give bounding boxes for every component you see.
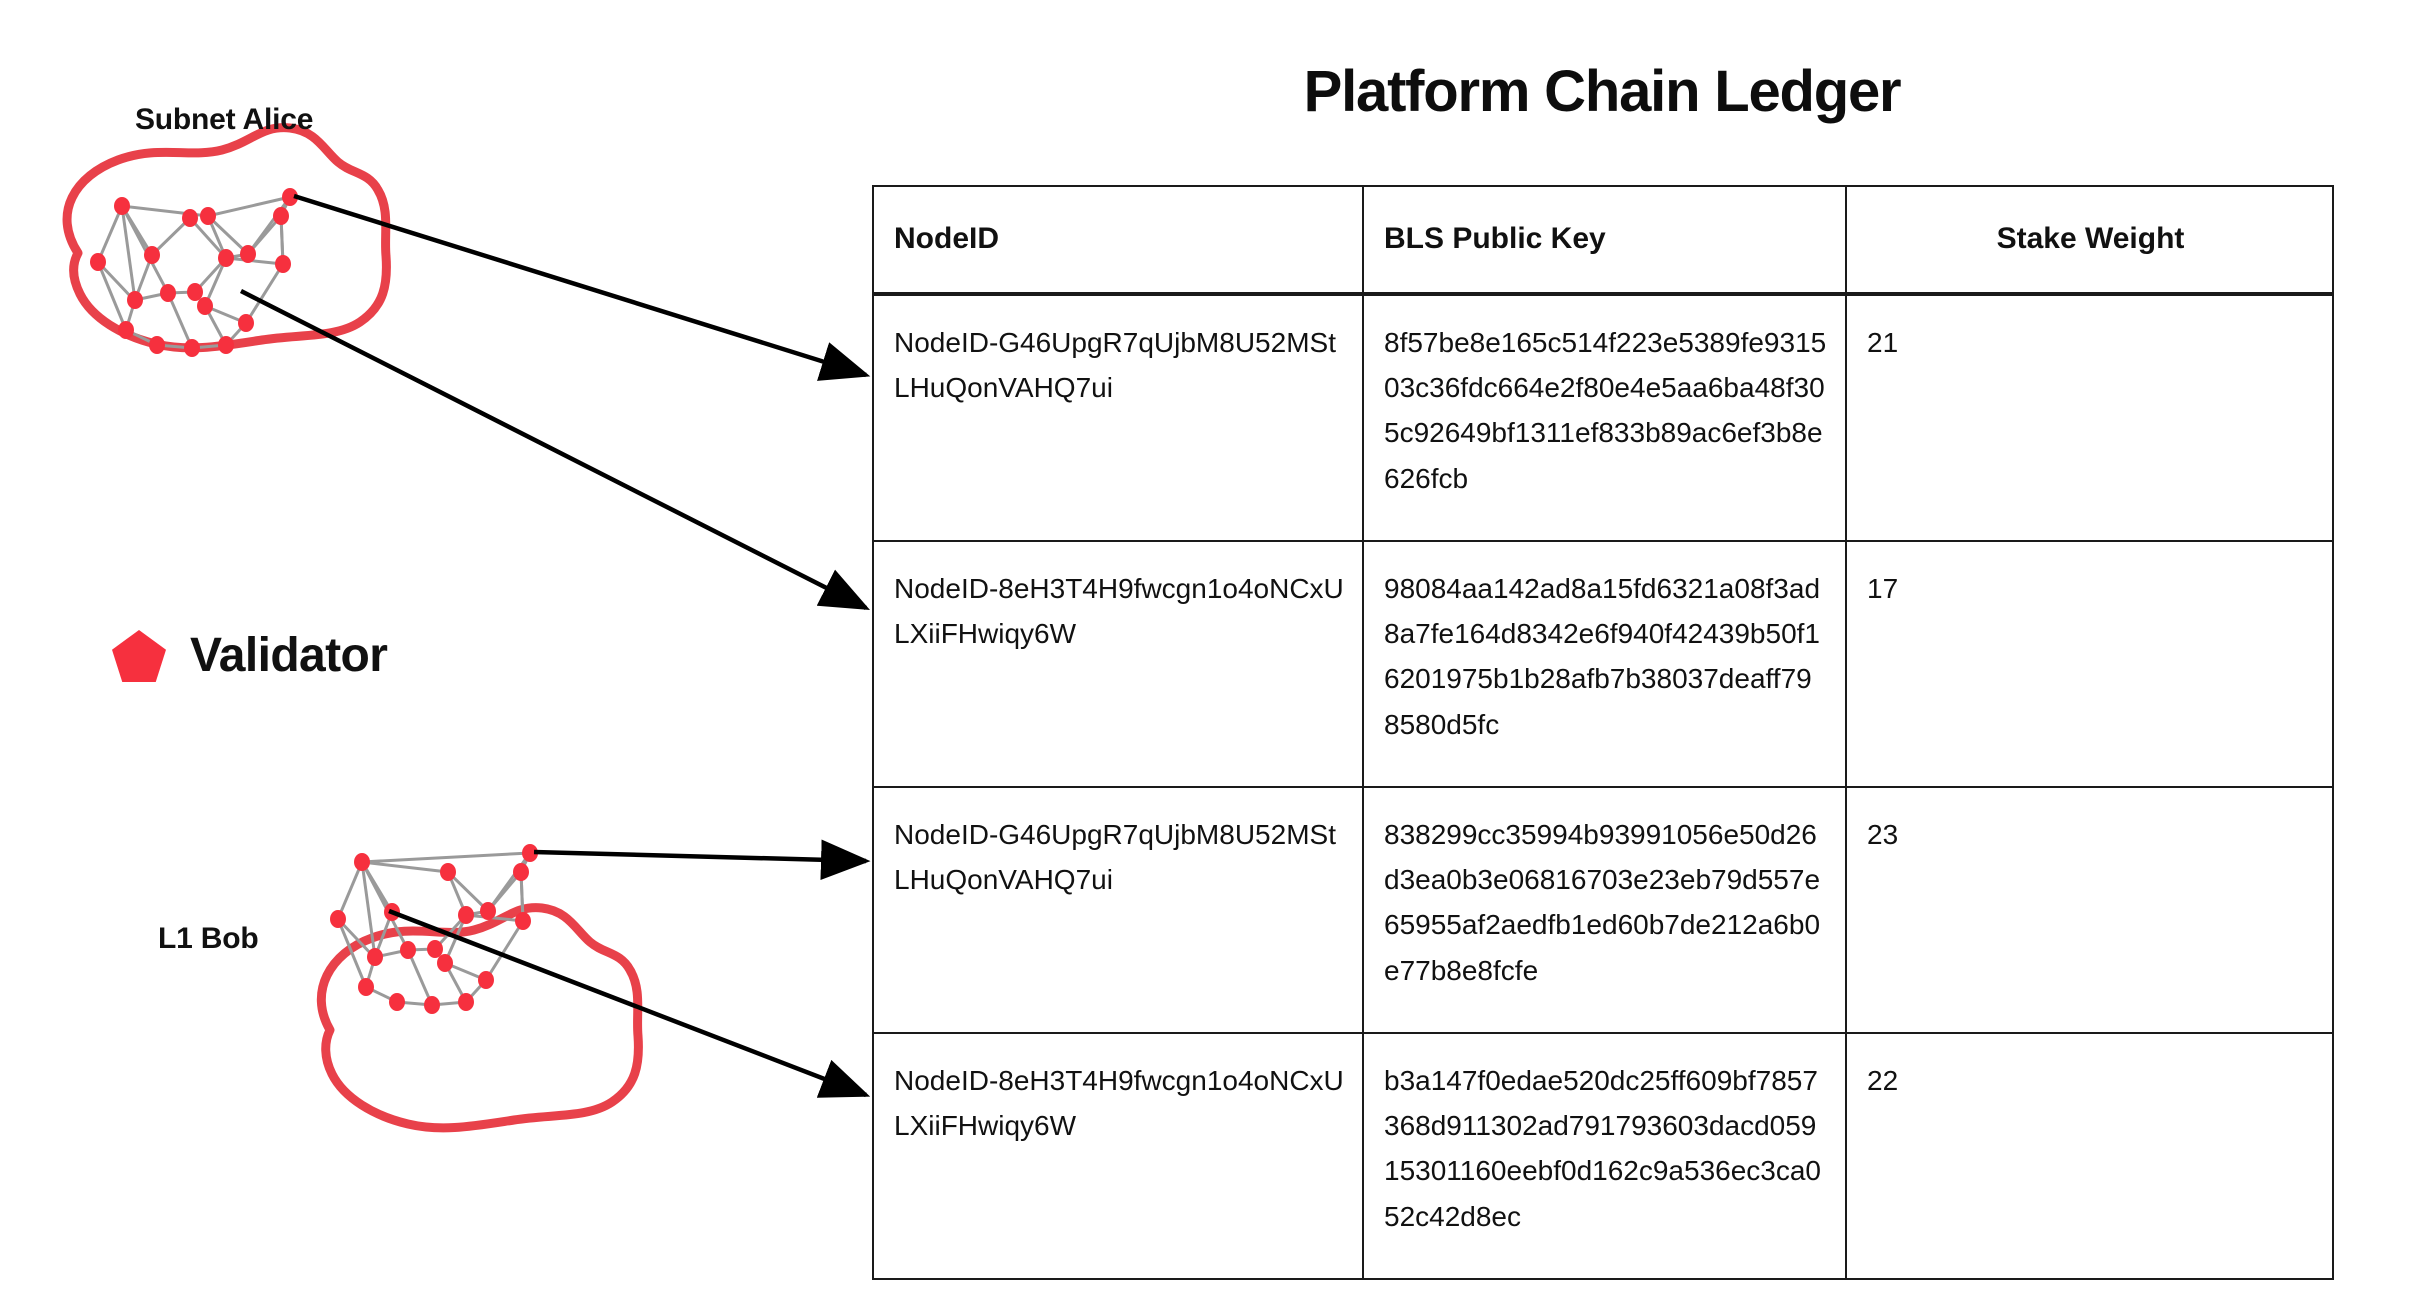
- validator-legend: Validator: [112, 629, 388, 682]
- l1-bob-blob: [316, 844, 643, 1133]
- pentagon-icon: [112, 630, 166, 682]
- table-row: NodeID-8eH3T4H9fwcgn1o4oNCxULXiiFHwiqy6W…: [872, 1031, 2334, 1280]
- cell-stake-weight: 17: [1845, 539, 2334, 788]
- cell-nodeid: NodeID-G46UpgR7qUjbM8U52MStLHuQonVAHQ7ui: [872, 292, 1364, 542]
- table-row: NodeID-G46UpgR7qUjbM8U52MStLHuQonVAHQ7ui…: [872, 785, 2334, 1034]
- table-row: NodeID-G46UpgR7qUjbM8U52MStLHuQonVAHQ7ui…: [872, 292, 2334, 542]
- table-header: NodeID BLS Public Key Stake Weight: [872, 185, 2334, 296]
- table-row: NodeID-8eH3T4H9fwcgn1o4oNCxULXiiFHwiqy6W…: [872, 539, 2334, 788]
- cell-nodeid: NodeID-G46UpgR7qUjbM8U52MStLHuQonVAHQ7ui: [872, 785, 1364, 1034]
- arrow-bob-row3: [533, 839, 871, 881]
- cell-nodeid: NodeID-8eH3T4H9fwcgn1o4oNCxULXiiFHwiqy6W: [872, 1031, 1364, 1280]
- column-header-bls-public-key: BLS Public Key: [1362, 185, 1847, 296]
- table-header-row: NodeID BLS Public Key Stake Weight: [872, 185, 2334, 296]
- subnet-diagram-panel: Subnet Alice L1 Bob Validator: [0, 0, 880, 1294]
- cell-stake-weight: 21: [1845, 292, 2334, 542]
- cell-bls-public-key: b3a147f0edae520dc25ff609bf7857368d911302…: [1362, 1031, 1847, 1280]
- ledger-table: NodeID BLS Public Key Stake Weight NodeI…: [872, 185, 2334, 1280]
- l1-bob-label: L1 Bob: [158, 922, 259, 955]
- validator-nodes-alice: [90, 188, 298, 357]
- arrow-alice-row2: [239, 288, 871, 611]
- column-header-nodeid: NodeID: [872, 185, 1364, 296]
- platform-chain-ledger-panel: Platform Chain Ledger NodeID BLS Public …: [872, 0, 2424, 1294]
- arrow-alice-row1: [293, 193, 871, 381]
- network-diagram-svg: [62, 123, 871, 1133]
- table-body: NodeID-G46UpgR7qUjbM8U52MStLHuQonVAHQ7ui…: [872, 292, 2334, 1280]
- cell-bls-public-key: 98084aa142ad8a15fd6321a08f3ad8a7fe164d83…: [1362, 539, 1847, 788]
- cell-stake-weight: 23: [1845, 785, 2334, 1034]
- subnet-alice-blob: [62, 123, 391, 357]
- connector-arrows: [239, 193, 871, 1098]
- cell-bls-public-key: 8f57be8e165c514f223e5389fe931503c36fdc66…: [1362, 292, 1847, 542]
- page-title: Platform Chain Ledger: [1303, 59, 1902, 124]
- validator-legend-label: Validator: [190, 629, 388, 682]
- column-header-stake-weight: Stake Weight: [1845, 185, 2334, 296]
- subnet-alice-label: Subnet Alice: [135, 103, 314, 136]
- cell-nodeid: NodeID-8eH3T4H9fwcgn1o4oNCxULXiiFHwiqy6W: [872, 539, 1364, 788]
- cell-stake-weight: 22: [1845, 1031, 2334, 1280]
- cell-bls-public-key: 838299cc35994b93991056e50d26d3ea0b3e0681…: [1362, 785, 1847, 1034]
- arrow-bob-row4: [388, 908, 871, 1098]
